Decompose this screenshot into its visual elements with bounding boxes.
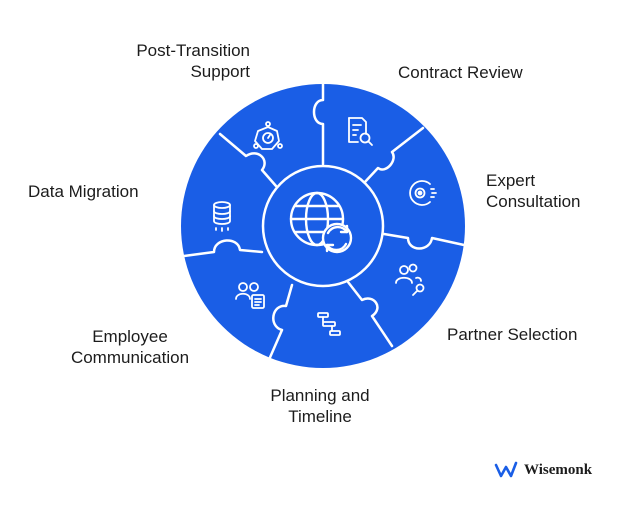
people-chat-icon <box>235 282 265 309</box>
wisemonk-logo-icon <box>494 461 518 478</box>
globe-refresh-icon <box>289 191 353 254</box>
label-expert-consultation: Expert Consultation <box>486 171 581 211</box>
label-data-migration: Data Migration <box>28 182 139 201</box>
partner-handshake-icon <box>395 263 425 296</box>
label-partner-selection: Partner Selection <box>447 325 578 344</box>
label-post-transition-support: Post-Transition Support <box>136 41 250 81</box>
center-ring <box>261 164 385 288</box>
gantt-timeline-icon <box>317 312 341 336</box>
brand-mark: Wisemonk <box>494 461 592 479</box>
database-icon <box>213 201 231 232</box>
label-contract-review: Contract Review <box>398 63 523 82</box>
expert-badge-icon <box>409 180 437 206</box>
label-planning-and-timeline: Planning and Timeline <box>270 386 370 426</box>
puzzle-seams <box>182 82 466 364</box>
brand-name: Wisemonk <box>524 461 593 478</box>
label-employee-communication: Employee Communication <box>70 327 190 367</box>
document-search-icon <box>348 117 373 146</box>
timer-gear-icon <box>253 121 283 150</box>
